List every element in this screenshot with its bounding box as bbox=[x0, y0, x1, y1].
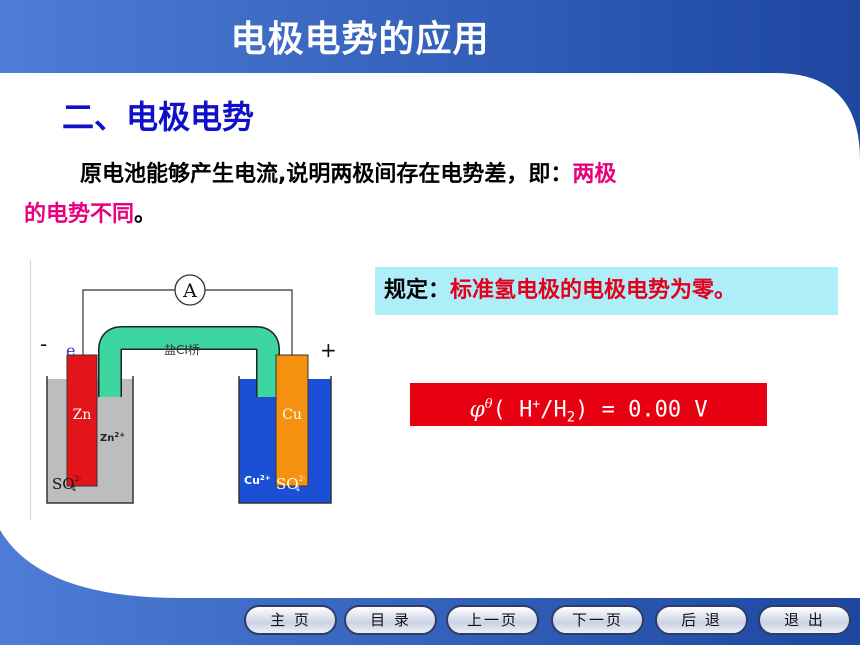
ammeter-label: A bbox=[182, 280, 197, 302]
paragraph-highlight-b: 的电势不同 bbox=[24, 202, 135, 227]
galvanic-cell-diagram: A 盐CI桥 Zn Cu - e + Zn2+ SO2-4 Cu2+ SO2-4 bbox=[30, 260, 337, 520]
nav-bar: 主 页 目 录 上一页 下一页 后 退 退 出 bbox=[240, 605, 860, 639]
ammeter-icon bbox=[174, 274, 206, 306]
formula-ion-sup: + bbox=[532, 397, 541, 412]
left-sulfate-label: SO2-4 bbox=[52, 475, 82, 493]
external-wire bbox=[82, 289, 293, 358]
page-title: 电极电势的应用 bbox=[230, 19, 490, 60]
cu-ion-label: Cu2+ bbox=[244, 474, 271, 487]
rule-prefix: 规定： bbox=[384, 278, 451, 303]
zn-ion-label: Zn2+ bbox=[100, 431, 125, 444]
prev-page-button[interactable]: 上一页 bbox=[446, 605, 539, 635]
rule-highlight: 标准氢电极的电极电势为零。 bbox=[450, 278, 737, 303]
theta-sup: θ bbox=[484, 397, 493, 412]
back-button[interactable]: 后 退 bbox=[655, 605, 748, 635]
formula-start: ( H bbox=[492, 397, 533, 423]
paragraph-text: 原电池能够产生电流,说明两极间存在电势差，即： bbox=[80, 162, 573, 187]
paragraph-highlight-a: 两极 bbox=[572, 162, 617, 187]
section-subtitle: 二、电极电势 bbox=[62, 98, 255, 136]
salt-bridge-label: 盐CI桥 bbox=[164, 343, 200, 357]
paragraph-end: 。 bbox=[134, 202, 157, 227]
contents-button[interactable]: 目 录 bbox=[344, 605, 437, 635]
right-sulfate-label: SO2-4 bbox=[276, 475, 306, 493]
cu-electrode bbox=[275, 354, 309, 487]
intro-paragraph: 原电池能够产生电流,说明两极间存在电势差，即：两极的电势不同。 bbox=[24, 155, 794, 235]
zn-electrode bbox=[66, 354, 98, 487]
cu-label: Cu bbox=[282, 407, 302, 423]
formula-end: ) = 0.00 V bbox=[575, 397, 708, 423]
home-button[interactable]: 主 页 bbox=[244, 605, 337, 635]
right-beaker bbox=[238, 376, 332, 504]
exit-button[interactable]: 退 出 bbox=[758, 605, 851, 635]
formula-sub: 2 bbox=[566, 409, 576, 426]
minus-sign: - bbox=[40, 332, 47, 356]
next-page-button[interactable]: 下一页 bbox=[551, 605, 644, 635]
plus-sign: + bbox=[320, 338, 337, 362]
electron-label: e bbox=[66, 341, 75, 360]
rule-box: 规定：标准氢电极的电极电势为零。 bbox=[375, 267, 838, 315]
formula-mid: /H bbox=[540, 397, 567, 423]
salt-bridge bbox=[99, 327, 279, 397]
phi-symbol: φ bbox=[469, 397, 485, 423]
formula-box: φθ( H+/H2) = 0.00 V bbox=[410, 383, 767, 426]
left-beaker bbox=[46, 376, 134, 504]
zn-label: Zn bbox=[73, 407, 92, 423]
